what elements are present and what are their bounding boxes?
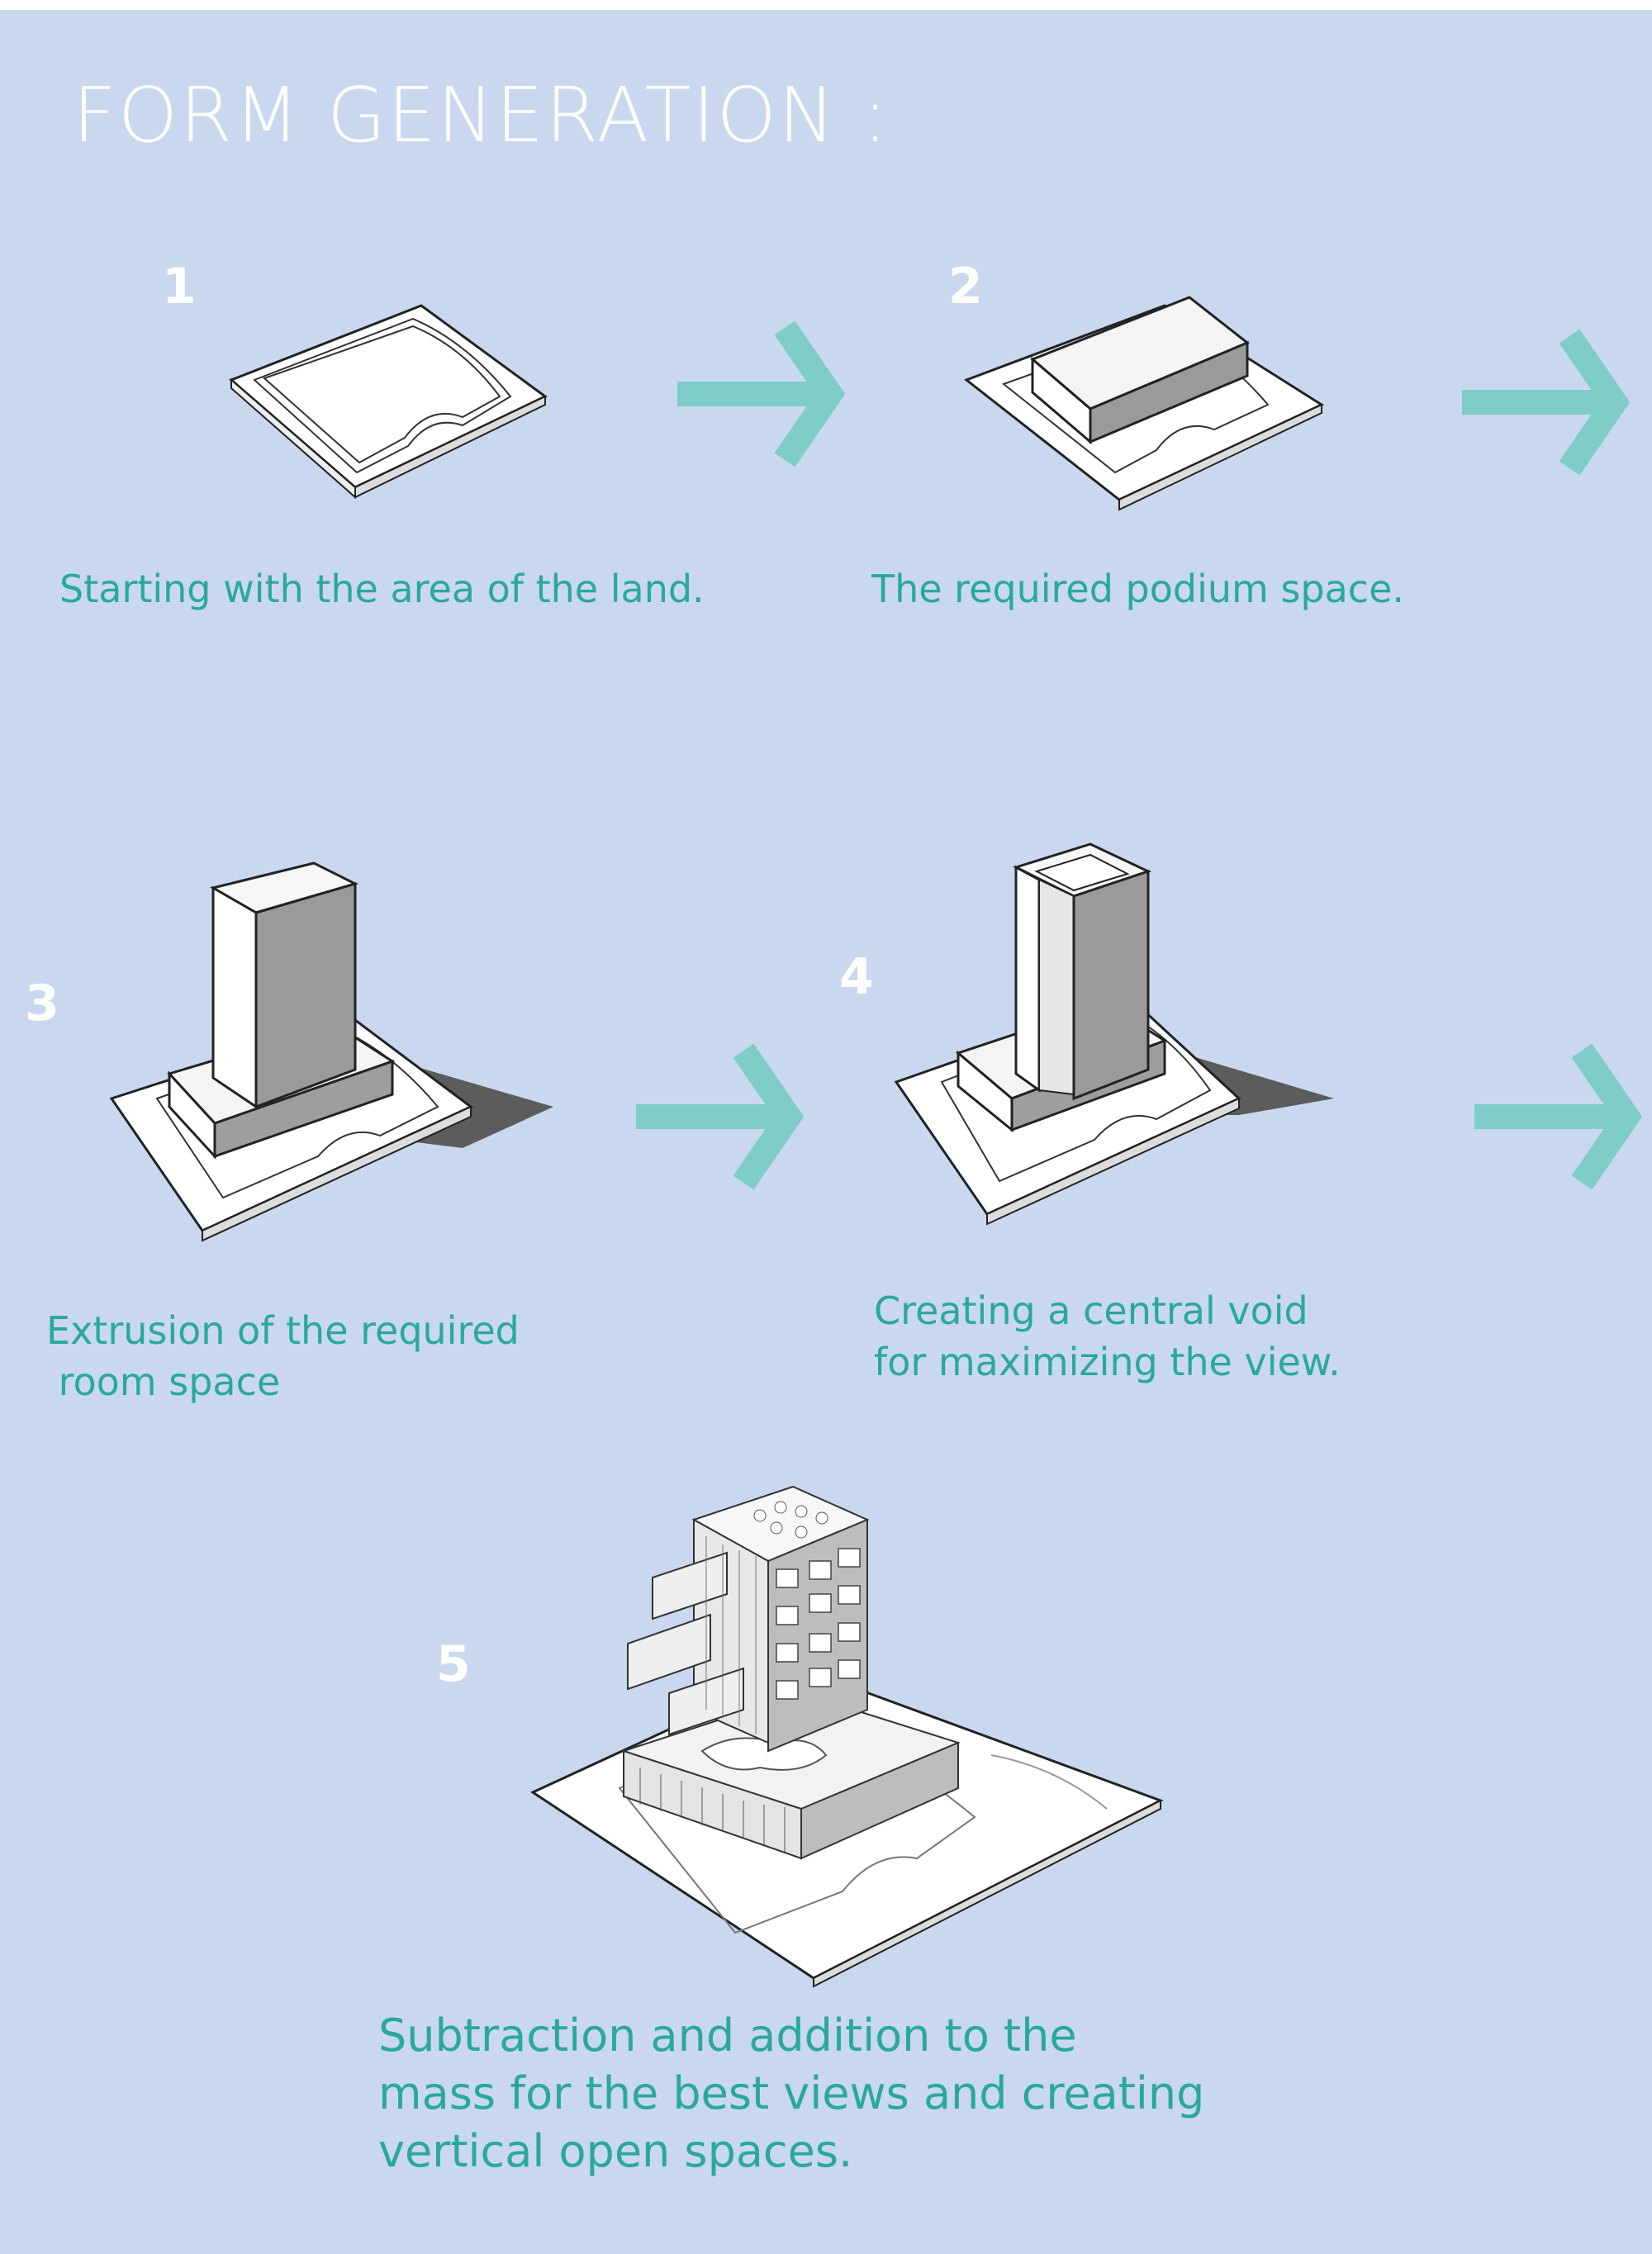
step-5-caption: Subtraction and addition to the mass for… bbox=[378, 2010, 1205, 2177]
step-4-void-tower-model bbox=[894, 842, 1334, 1226]
step-1-number: 1 bbox=[162, 258, 197, 316]
arrow-right-icon bbox=[1474, 1043, 1643, 1190]
arrow-right-icon bbox=[636, 1043, 805, 1190]
page-title: FORM GENERATION : bbox=[73, 71, 890, 159]
step-2-caption: The required podium space. bbox=[871, 567, 1405, 611]
step-1-caption: Starting with the area of the land. bbox=[59, 567, 705, 611]
top-band bbox=[0, 0, 1652, 10]
step-2-podium-model bbox=[963, 296, 1325, 511]
step-4-caption: Creating a central void for maximizing t… bbox=[874, 1288, 1341, 1384]
step-1-site-model bbox=[229, 304, 548, 500]
step-5-number: 5 bbox=[436, 1635, 471, 1693]
step-2-number: 2 bbox=[948, 258, 983, 316]
step-3-caption: Extrusion of the required room space bbox=[46, 1308, 520, 1404]
arrow-right-icon bbox=[1462, 329, 1631, 476]
step-4-number: 4 bbox=[839, 948, 874, 1006]
arrow-right-icon bbox=[677, 320, 846, 467]
step-3-number: 3 bbox=[25, 975, 59, 1032]
step-3-tower-model bbox=[109, 861, 553, 1242]
step-5-final-building-model bbox=[529, 1485, 1164, 1988]
